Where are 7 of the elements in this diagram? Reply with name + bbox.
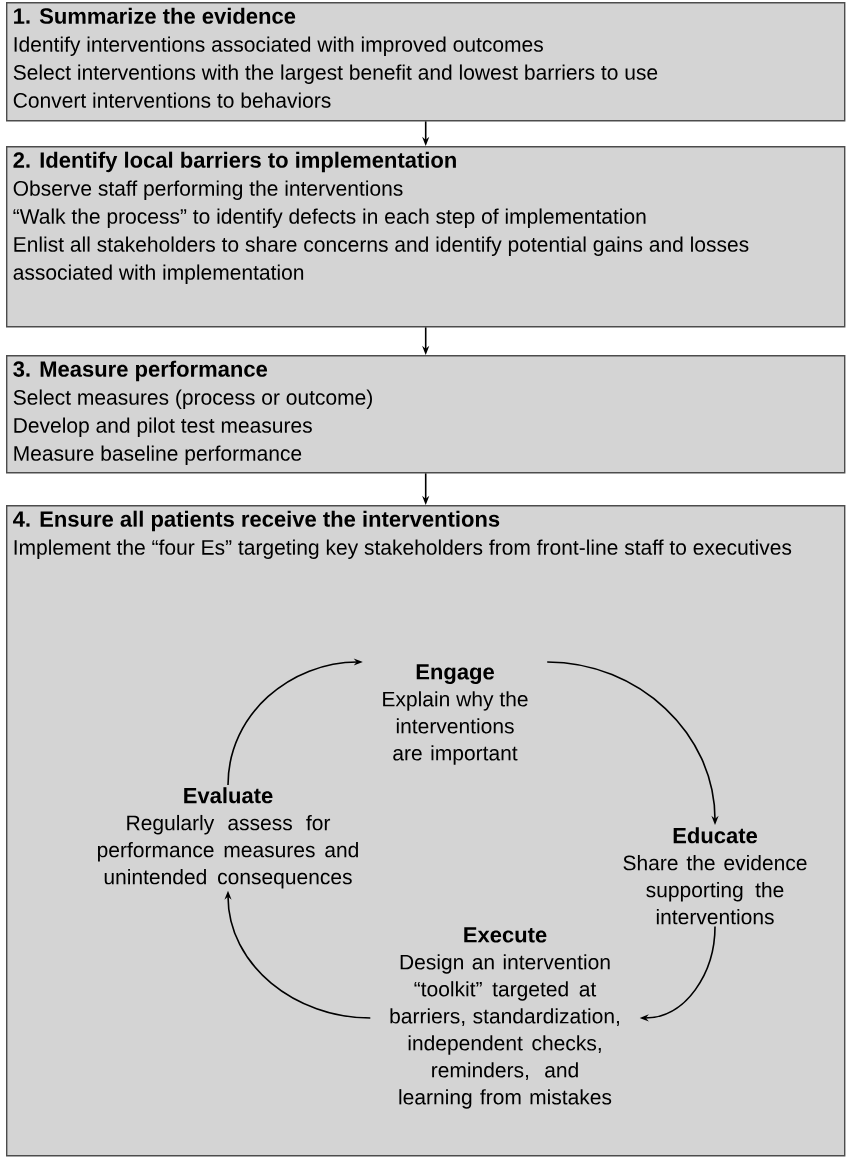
step-text: Execute Design an intervention “toolkit” targeted at barriers, standardization, independent checks, reminders, and learning from mistakes (390, 927, 619, 1109)
step-box: 1. Summarize the evidence Identify interventions associated with improved outcomes Select interventions with the largest benefit and lowest barriers to use Convert interventions to behaviors (6, 2, 846, 122)
step-text: Evaluate Regularly assess for performance measures and unintended consequences (97, 787, 358, 889)
step-text: Engage Explain why the interventions are important (383, 664, 528, 765)
step-text: Educate Share the evidence supporting the interventions (623, 827, 807, 925)
step-box: 2. Identify local barriers to implementation Observe staff performing the interventions “Walk the process” to identify defects in each step of implementation Enlist all stakeholders to share concerns and identify potential gains and losses associated with implementation (6, 146, 846, 328)
step-box: 3. Measure performance Select measures (process or outcome) Develop and pilot test measures Measure baseline performance (6, 355, 846, 474)
